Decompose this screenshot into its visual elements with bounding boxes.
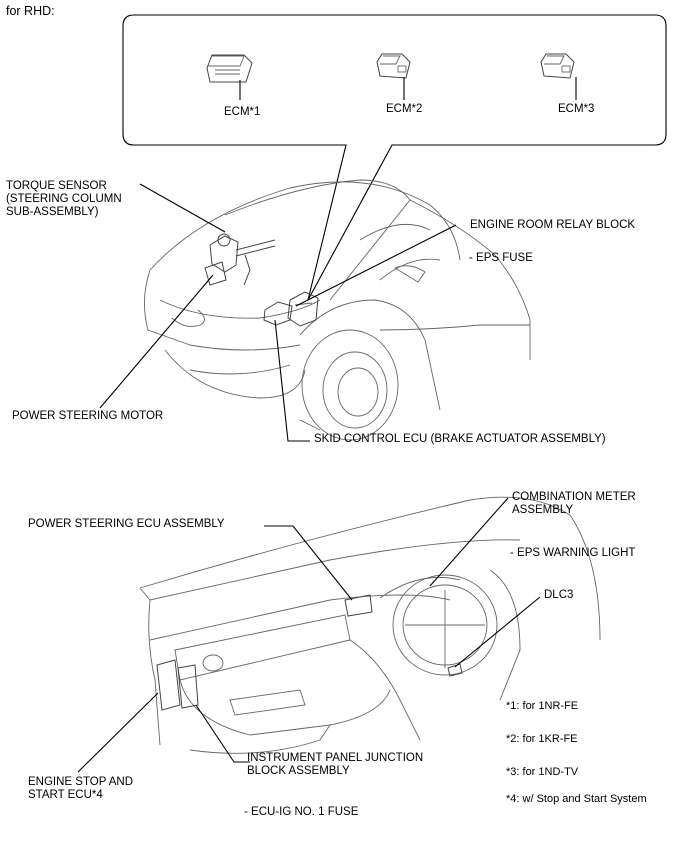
combination-meter-label: COMBINATION METER ASSEMBLY <box>512 491 636 516</box>
dlc3-label: DLC3 <box>544 589 574 601</box>
engine-room-relay-block-label: ENGINE ROOM RELAY BLOCK <box>470 219 636 231</box>
leader-dlc3 <box>454 596 541 668</box>
eps-warning-light-label: - EPS WARNING LIGHT <box>510 547 636 559</box>
leader-ps-ecu <box>264 525 353 601</box>
note-3: *3: for 1ND-TV <box>506 766 579 778</box>
page-heading: for RHD: <box>6 4 55 18</box>
power-steering-ecu-label: POWER STEERING ECU ASSEMBLY <box>28 518 225 530</box>
ecm3-label: ECM*3 <box>558 103 595 115</box>
leader-stop-start-ecu <box>77 692 159 773</box>
ecm1-icon <box>206 54 253 100</box>
leader-combination-meter <box>429 497 509 587</box>
ecm-callout-box <box>122 14 667 301</box>
note-2: *2: for 1KR-FE <box>506 733 578 745</box>
power-steering-motor-label: POWER STEERING MOTOR <box>12 410 164 422</box>
leader-skid-control <box>274 319 310 442</box>
skid-control-ecu-label: SKID CONTROL ECU (BRAKE ACTUATOR ASSEMBL… <box>314 433 606 445</box>
ecm3-icon <box>540 53 577 100</box>
note-1: *1: for 1NR-FE <box>506 700 579 712</box>
leader-relay-block <box>295 224 457 307</box>
leader-torque-sensor <box>139 183 226 233</box>
car-front-sketch <box>144 179 531 441</box>
torque-sensor-label: TORQUE SENSOR (STEERING COLUMN SUB-ASSEM… <box>6 180 122 218</box>
engine-stop-start-ecu-label: ENGINE STOP AND START ECU*4 <box>28 776 134 801</box>
ecm2-label: ECM*2 <box>386 103 423 115</box>
steering-column-sketch <box>204 233 276 286</box>
ecm2-icon <box>376 53 411 100</box>
eps-fuse-label: - EPS FUSE <box>469 252 533 264</box>
dashboard-sketch <box>139 496 601 754</box>
ecm1-label: ECM*1 <box>224 106 261 118</box>
instrument-panel-jb-label: INSTRUMENT PANEL JUNCTION BLOCK ASSEMBLY <box>247 752 424 777</box>
leader-ip-jb <box>195 704 250 763</box>
ecu-ig-fuse-label: - ECU-IG NO. 1 FUSE <box>244 806 359 818</box>
leader-ps-motor <box>99 274 214 409</box>
note-4: *4: w/ Stop and Start System <box>506 793 647 805</box>
